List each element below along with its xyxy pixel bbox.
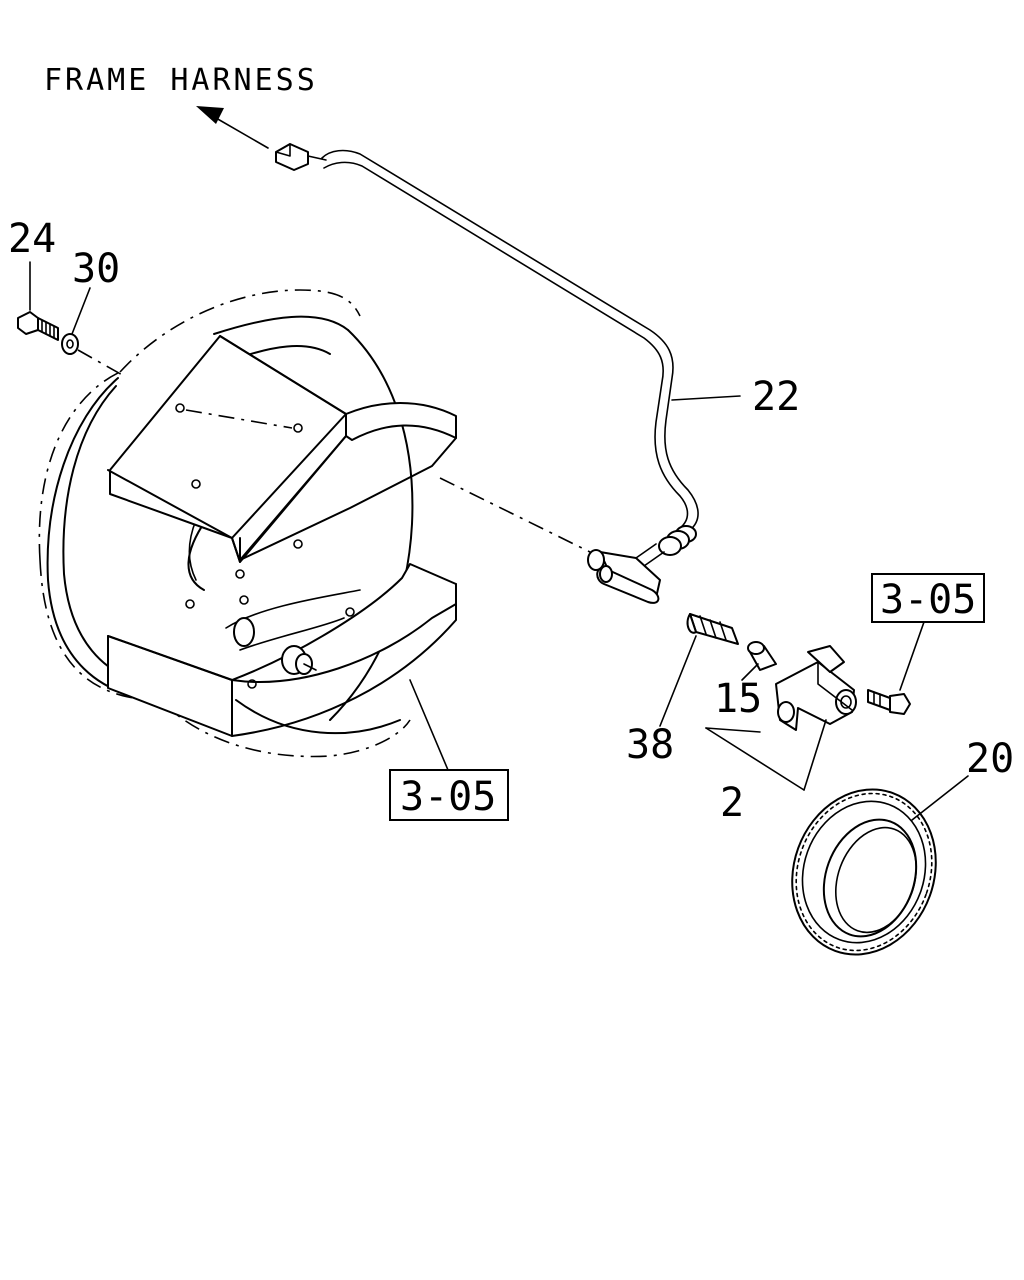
wheel-speed-sensor	[587, 549, 661, 604]
abs-sensor-harness	[275, 143, 699, 567]
sensor-sleeve-38	[686, 613, 739, 645]
bolt-24	[17, 311, 59, 341]
anchor-pin	[233, 617, 317, 675]
upper-brake-shoe	[107, 335, 457, 563]
callout-24: 24	[8, 216, 56, 262]
callout-38: 38	[626, 722, 674, 768]
frame-harness-label: FRAME HARNESS	[44, 63, 318, 98]
ref-label-bottom: 3-05	[400, 774, 496, 820]
grommet	[658, 525, 697, 556]
frame-harness-arrow	[196, 106, 269, 149]
callout-22: 22	[752, 374, 800, 420]
callout-20: 20	[966, 736, 1014, 782]
callout-15: 15	[714, 676, 762, 722]
callout-30: 30	[72, 246, 120, 292]
brake-drum-assembly	[38, 289, 591, 758]
sensor-bracket	[775, 645, 857, 731]
washer-30	[61, 333, 79, 355]
bushing-15	[747, 641, 777, 671]
ref-box-right: 3-05	[871, 573, 985, 623]
ref-box-bottom: 3-05	[389, 769, 509, 821]
tone-ring-20	[791, 788, 937, 956]
bracket-bolt	[867, 689, 911, 715]
callout-2: 2	[720, 780, 744, 826]
ref-label-right: 3-05	[880, 577, 976, 623]
lower-brake-shoe	[107, 563, 457, 737]
leader-lines	[29, 261, 969, 821]
